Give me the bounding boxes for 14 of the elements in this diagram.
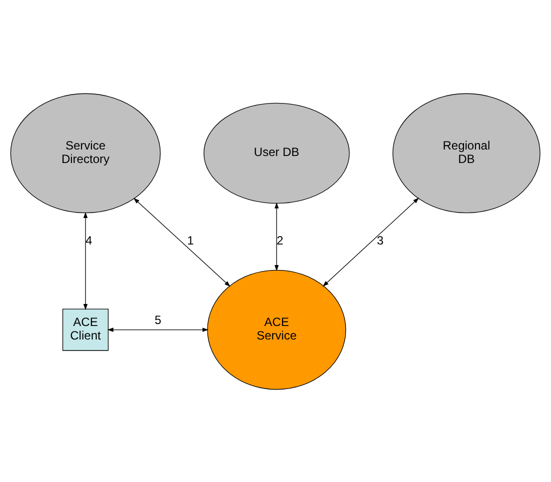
edge-label: 1 — [187, 232, 194, 247]
arrow — [274, 202, 279, 271]
arrow — [107, 327, 209, 332]
arrow — [133, 197, 230, 286]
node-ellipse: Regional DB — [392, 92, 540, 213]
node-ellipse: User DB — [204, 102, 350, 204]
arrow — [322, 197, 420, 286]
arrow — [83, 211, 88, 310]
edge-label: 3 — [376, 232, 384, 247]
edge-label: 2 — [276, 232, 284, 247]
node-ellipse: ACE Service — [207, 269, 346, 390]
node-ellipse: Service Directory — [10, 92, 161, 213]
node-box: ACE Client — [62, 308, 109, 350]
edge-label: 5 — [154, 312, 162, 327]
